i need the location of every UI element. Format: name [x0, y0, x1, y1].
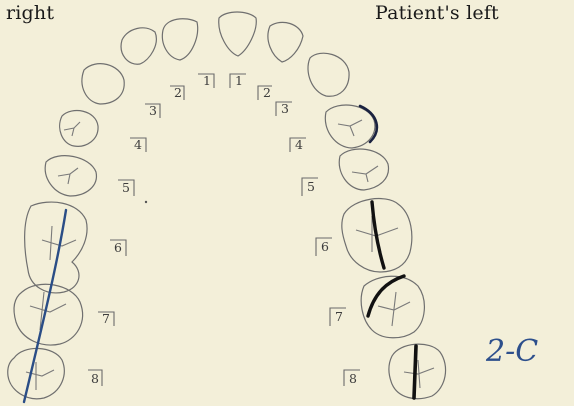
black-marking-second-molar [368, 276, 404, 316]
tooth-number-left-5: 5 [307, 179, 315, 194]
tooth-right-second-premolar [60, 111, 98, 147]
tooth-number-left-7: 7 [335, 309, 343, 324]
tooth-left-lateral-incisor [268, 22, 303, 62]
number-brackets-right [88, 74, 214, 386]
tooth-number-left-6: 6 [321, 239, 329, 254]
stray-dot [145, 201, 147, 203]
black-marking-third-molar [414, 346, 416, 398]
fissure-marks [26, 120, 434, 390]
tooth-number-right-8: 8 [91, 371, 99, 386]
tooth-number-right-6: 6 [114, 240, 122, 255]
tooth-right-canine [121, 28, 156, 64]
tooth-number-right-4: 4 [134, 137, 142, 152]
tooth-number-right-2: 2 [174, 85, 182, 100]
tooth-number-right-7: 7 [102, 311, 110, 326]
tooth-right-first-molar [45, 156, 96, 196]
tooth-right-central-incisor [219, 12, 256, 56]
tooth-number-right-1: 1 [203, 73, 211, 88]
tooth-number-right-3: 3 [149, 103, 157, 118]
tooth-number-left-8: 8 [349, 371, 357, 386]
tooth-number-left-4: 4 [295, 137, 303, 152]
tooth-number-left-3: 3 [281, 101, 289, 116]
tooth-left-second-premolar [339, 149, 388, 190]
handwritten-annotation: 2-C [485, 334, 538, 369]
tooth-right-third-molar [14, 284, 83, 345]
number-brackets-left [230, 74, 360, 386]
tooth-number-right-5: 5 [122, 180, 130, 195]
tooth-left-canine [308, 53, 349, 96]
tooth-right-first-premolar [82, 64, 124, 104]
tooth-right-lateral-incisor [162, 19, 197, 60]
tooth-number-left-2: 2 [263, 85, 271, 100]
tooth-right-second-molar [25, 202, 87, 293]
tooth-number-left-1: 1 [235, 73, 243, 88]
